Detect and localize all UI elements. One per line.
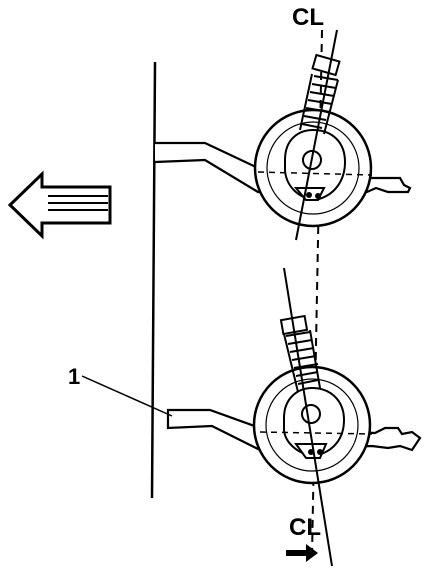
callout-number: 1 [68,364,81,389]
lower-cable [283,267,333,567]
arrow-right-icon [286,544,318,562]
frame-edge [150,61,157,499]
upper-spring [299,53,341,135]
arrow-left-icon [7,170,112,240]
lower-assembly [166,267,422,567]
centerline-label-top: CL [292,4,324,31]
upper-cable [295,29,338,241]
upper-assembly [154,29,412,241]
centerline-label-bottom: CL [289,514,321,541]
callout-leader [81,375,173,417]
